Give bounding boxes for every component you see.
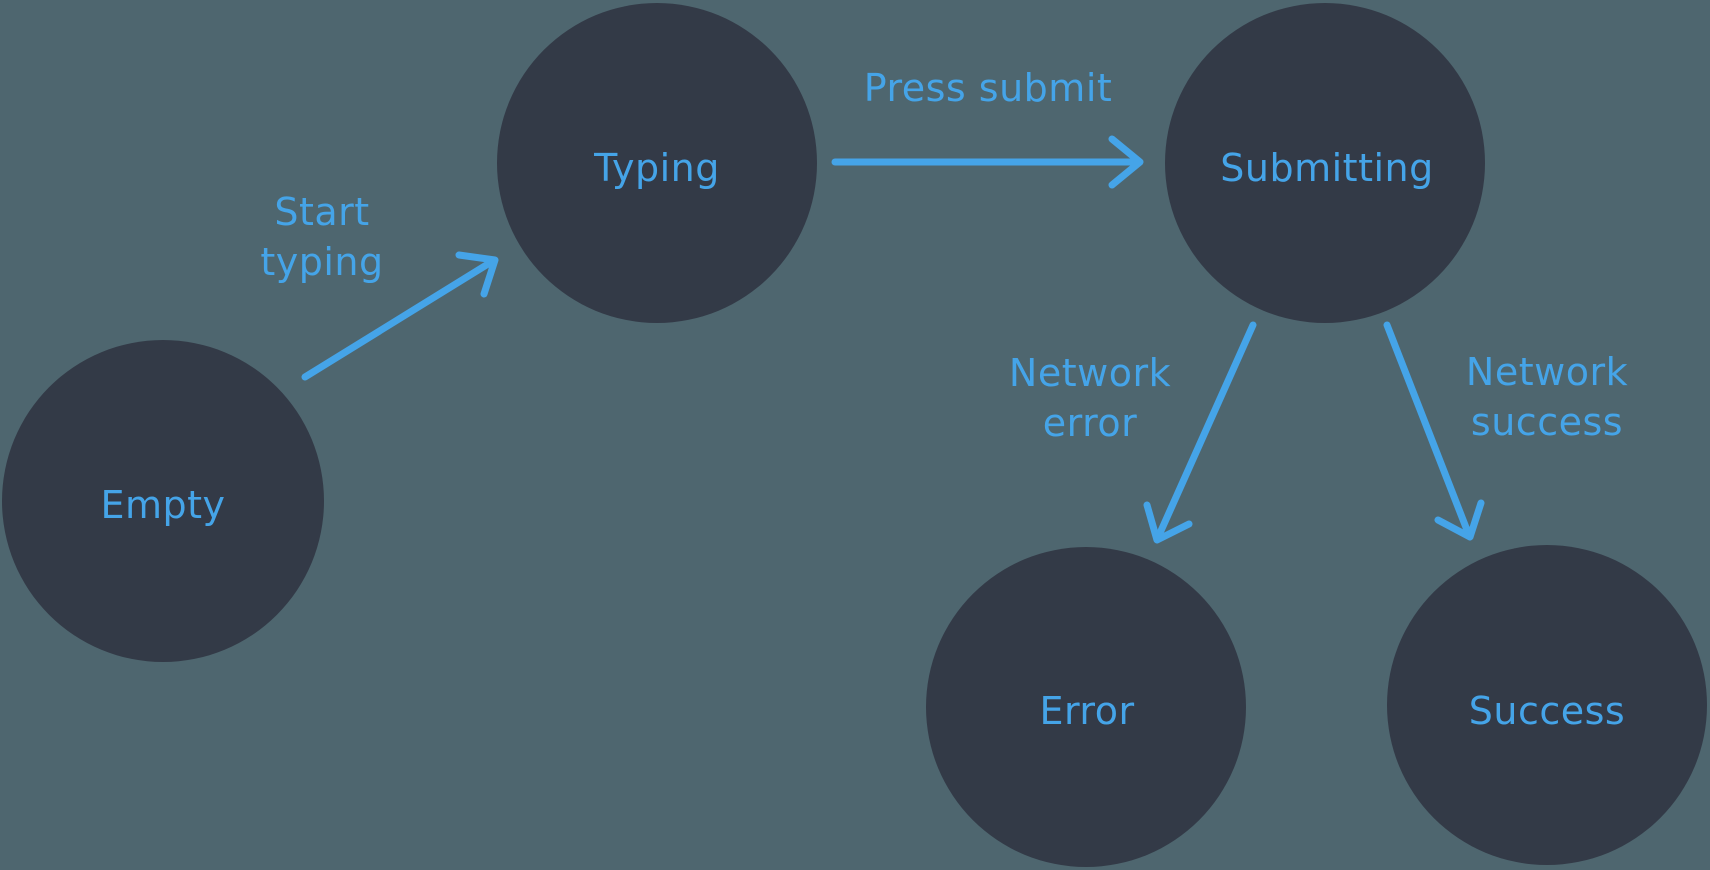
arrow-shaft-network-error	[1156, 321, 1257, 537]
transition-label-start-typing: Start typing	[260, 187, 383, 287]
transition-label-line: Start	[274, 190, 370, 234]
transition-arrow-press-submit	[831, 135, 1144, 189]
state-label-typing: Typing	[594, 146, 720, 190]
state-node-error	[926, 547, 1246, 867]
transition-label-press-submit: Press submit	[864, 63, 1113, 113]
transition-label-line: success	[1470, 400, 1624, 444]
transition-arrow-network-error	[1143, 321, 1257, 544]
transition-arrow-start-typing	[301, 251, 499, 381]
arrow-shaft-network-success	[1383, 321, 1471, 534]
state-node-typing	[497, 3, 817, 323]
arrow-head-network-success-icon	[1434, 499, 1485, 541]
arrow-head-start-typing-icon	[455, 251, 499, 298]
arrow-head-press-submit-icon	[1108, 135, 1144, 189]
state-node-success	[1387, 545, 1707, 865]
state-node-submitting	[1165, 3, 1485, 323]
state-node-empty	[2, 340, 324, 662]
transition-label-line: Network	[1465, 350, 1629, 394]
state-label-error: Error	[1039, 689, 1135, 733]
transition-label-network-success: Network success	[1466, 347, 1628, 447]
arrow-head-network-error-icon	[1143, 501, 1193, 544]
arrow-shaft-start-typing	[301, 260, 492, 381]
state-label-submitting: Submitting	[1220, 146, 1434, 190]
transition-label-line: Network	[1008, 351, 1172, 395]
transition-label-network-error: Network error	[1009, 348, 1171, 448]
transition-label-line: error	[1042, 401, 1138, 445]
state-label-empty: Empty	[100, 483, 226, 527]
state-label-success: Success	[1468, 689, 1626, 733]
transition-label-line: typing	[260, 240, 384, 284]
transition-label-line: Press submit	[863, 66, 1113, 110]
transition-arrow-network-success	[1383, 321, 1485, 541]
